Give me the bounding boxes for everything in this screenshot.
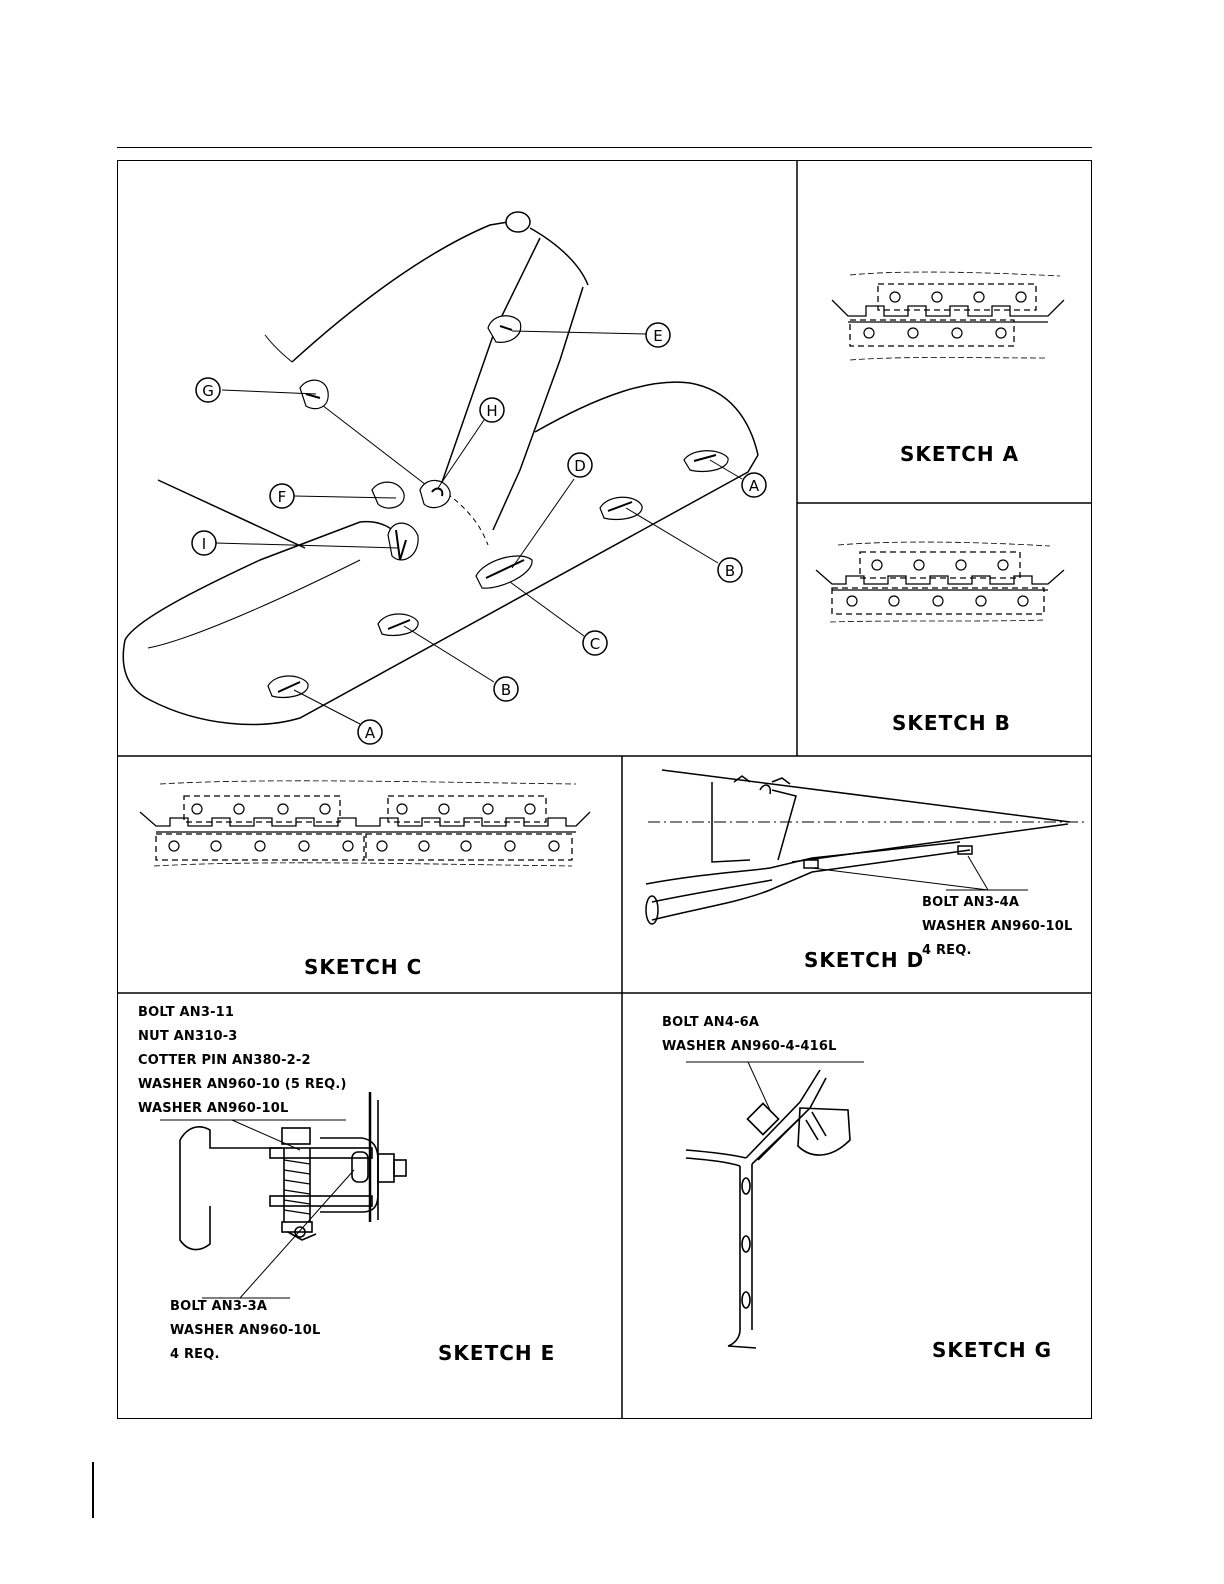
sketch-g-title: SKETCH G (932, 1338, 1052, 1362)
